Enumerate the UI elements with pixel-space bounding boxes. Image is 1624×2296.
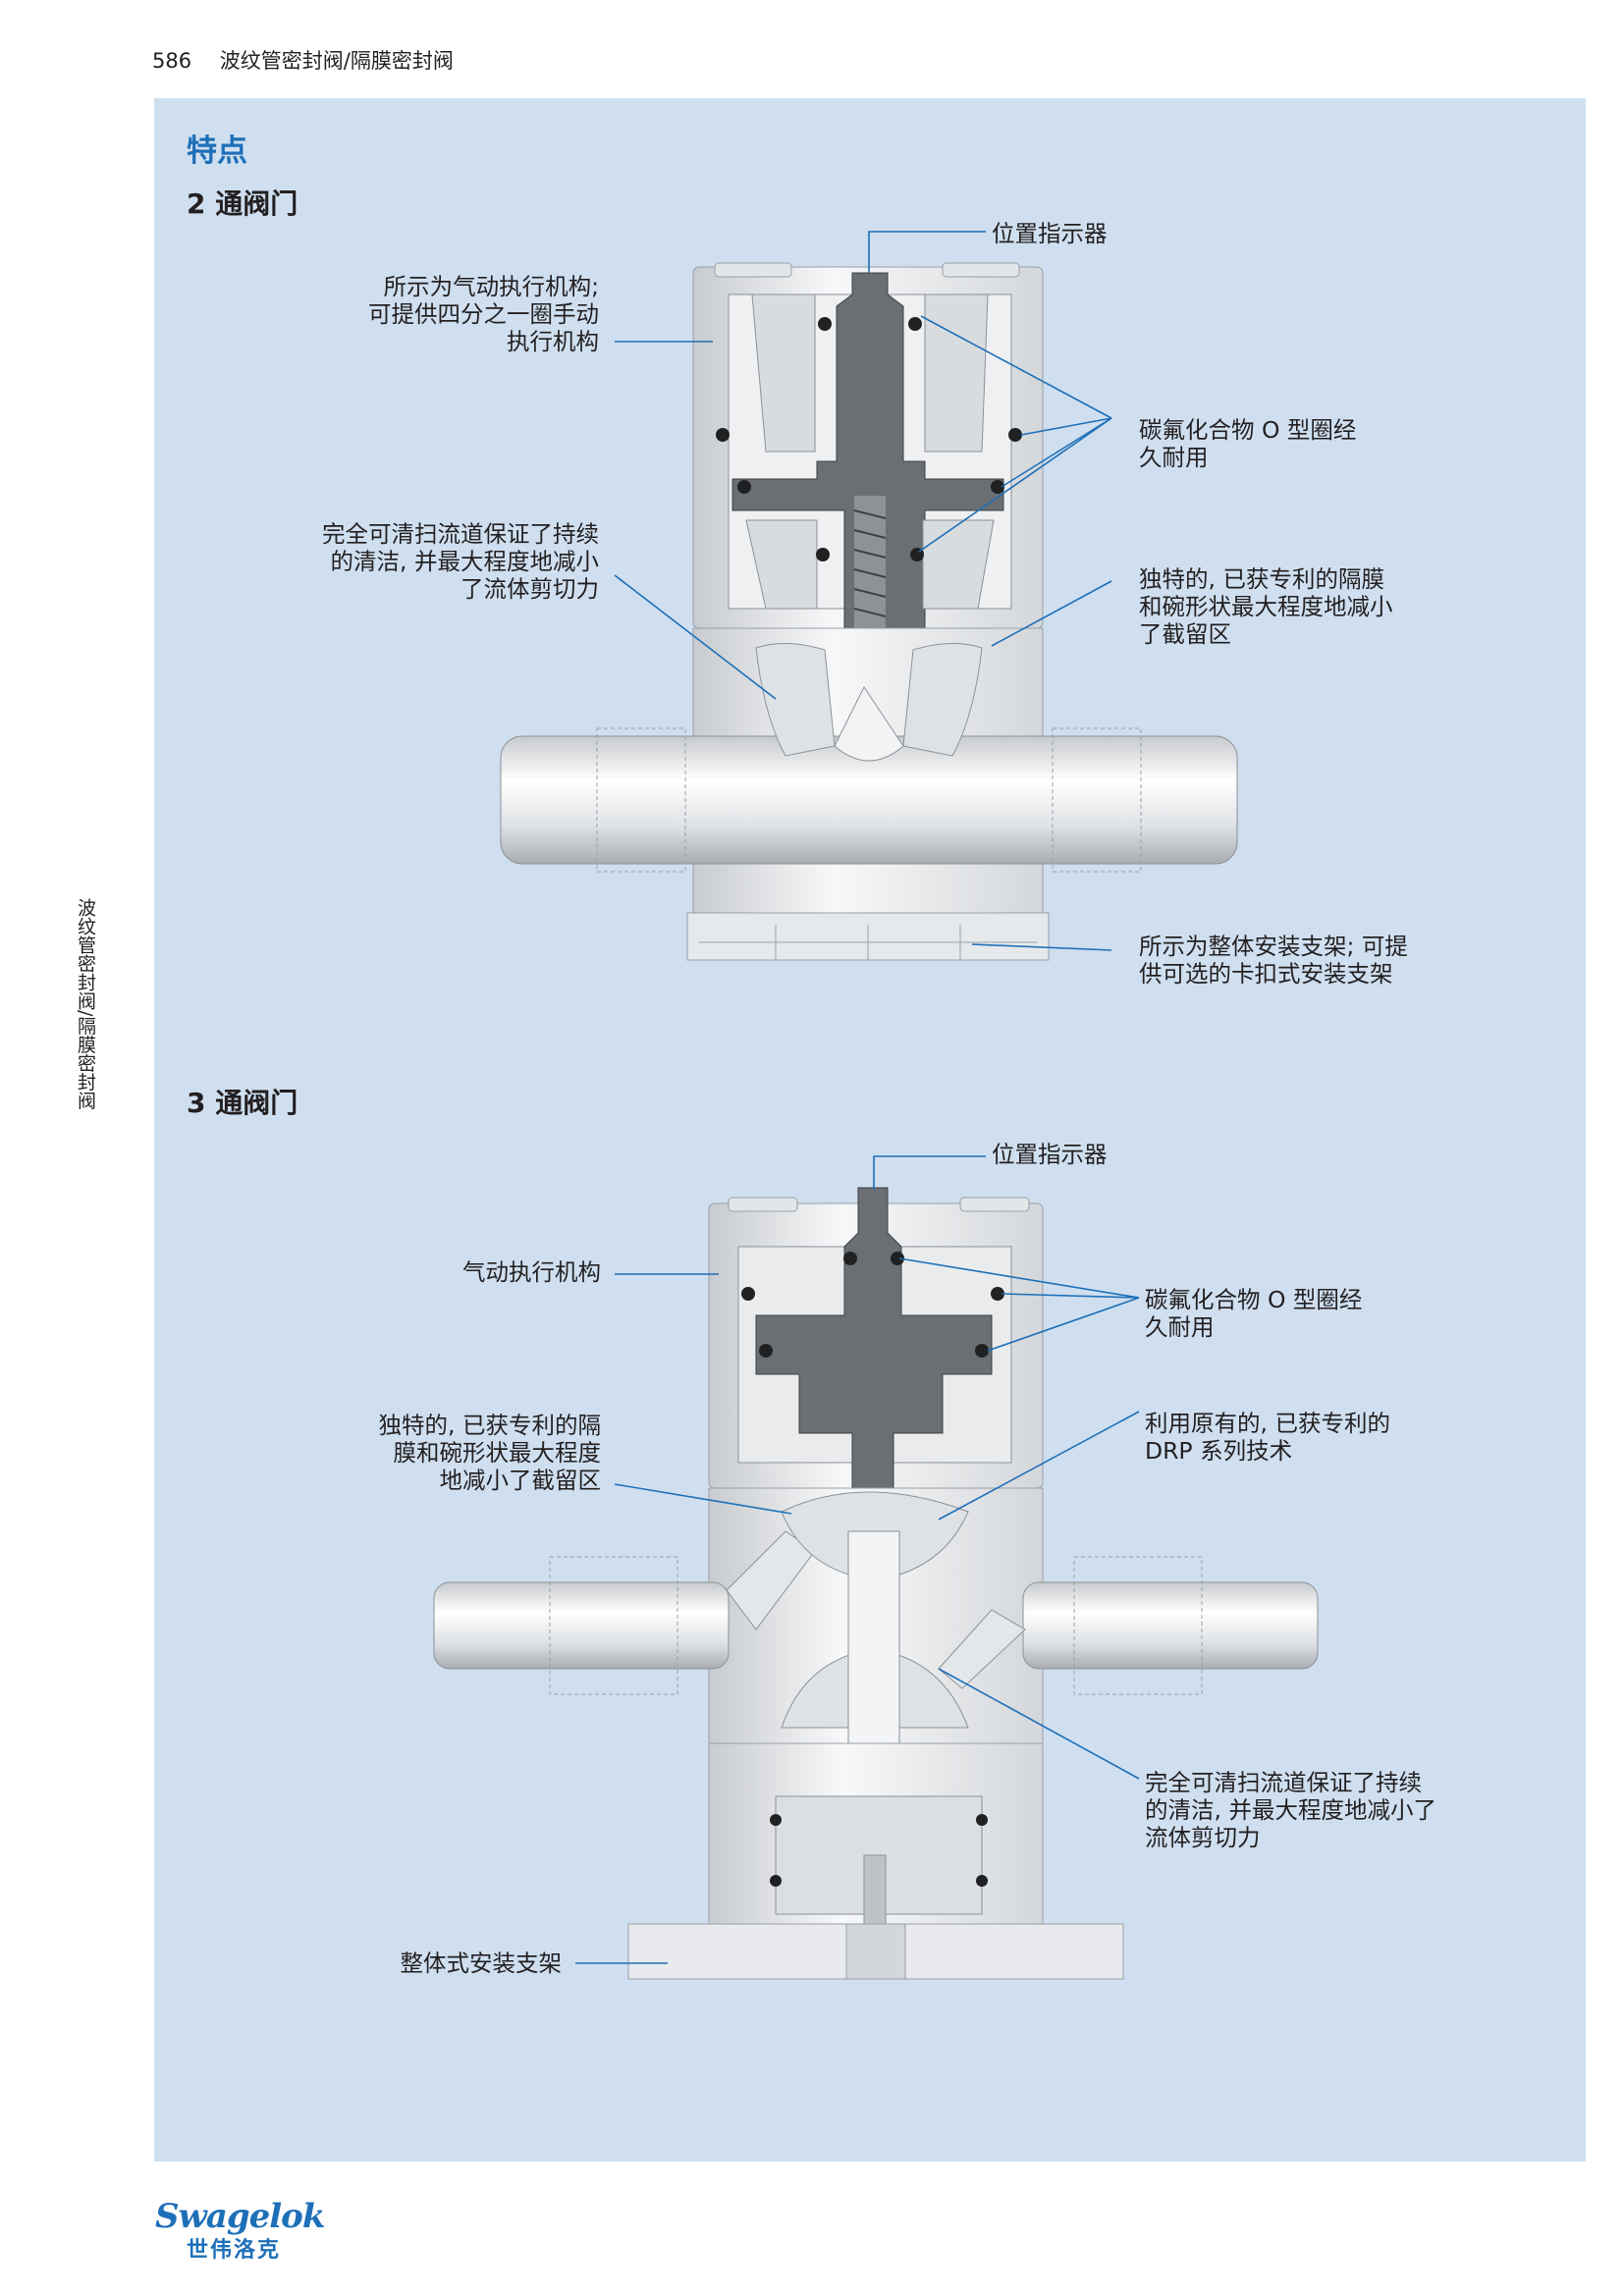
two-way-diaphragm-label: 独特的, 已获专利的隔膜 和碗形状最大程度地减小 了截留区: [1139, 565, 1393, 648]
logo-brand: Swagelok: [155, 2197, 325, 2236]
three-way-diaphragm-label: 独特的, 已获专利的隔 膜和碗形状最大程度 地减小了截留区: [295, 1412, 601, 1494]
page-header: 586 波纹管密封阀/隔膜密封阀: [152, 45, 454, 75]
left-port-pipe: [433, 1581, 730, 1670]
label-line: 久耐用: [1145, 1313, 1215, 1341]
label-line: 地减小了截留区: [439, 1467, 602, 1494]
label-line: 的清洁, 并最大程度地减小了: [1145, 1796, 1436, 1824]
page-number: 586: [152, 49, 192, 73]
two-way-actuator-label: 所示为气动执行机构; 可提供四分之一圈手动 执行机构: [304, 273, 599, 355]
page-title: 波纹管密封阀/隔膜密封阀: [219, 49, 454, 73]
three-way-title: 3 通阀门: [187, 1087, 298, 1119]
two-way-flowpath-label: 完全可清扫流道保证了持续 的清洁, 并最大程度地减小 了流体剪切力: [255, 520, 599, 603]
label-line: 供可选的卡扣式安装支架: [1139, 960, 1393, 988]
side-tab: 波纹管密封阀/隔膜密封阀: [75, 898, 96, 1110]
label-line: 膜和碗形状最大程度: [393, 1439, 602, 1467]
label-line: 久耐用: [1139, 444, 1209, 471]
label-line: 执行机构: [507, 328, 599, 355]
two-way-title: 2 通阀门: [187, 187, 298, 220]
label-line: 可提供四分之一圈手动: [368, 300, 599, 328]
label-line: 独特的, 已获专利的隔: [378, 1412, 601, 1439]
label-line: 碳氟化合物 O 型圈经: [1139, 416, 1357, 444]
label-line: 碳氟化合物 O 型圈经: [1145, 1286, 1363, 1313]
right-port-pipe: [1022, 1581, 1319, 1670]
three-way-actuator-label: 气动执行机构: [462, 1258, 601, 1286]
three-way-valve-drawing: [433, 1187, 1319, 1980]
three-way-drp-label: 利用原有的, 已获专利的 DRP 系列技术: [1145, 1410, 1390, 1465]
two-way-valve-drawing: [500, 262, 1238, 961]
label-line: 独特的, 已获专利的隔膜: [1139, 565, 1384, 593]
label-line: DRP 系列技术: [1145, 1437, 1293, 1465]
label-line: 利用原有的, 已获专利的: [1145, 1410, 1390, 1437]
logo-brand-cn: 世伟洛克: [187, 2238, 282, 2263]
three-way-flowpath-label: 完全可清扫流道保证了持续 的清洁, 并最大程度地减小了 流体剪切力: [1145, 1769, 1436, 1851]
label-line: 完全可清扫流道保证了持续: [1145, 1769, 1422, 1796]
two-way-indicator-label: 位置指示器: [992, 220, 1108, 247]
two-way-leader-lines: [614, 231, 1112, 951]
label-line: 所示为整体安装支架; 可提: [1139, 933, 1408, 960]
label-line: 了流体剪切力: [460, 575, 599, 603]
label-line: 的清洁, 并最大程度地减小: [330, 548, 599, 575]
two-way-orings-label: 碳氟化合物 O 型圈经 久耐用: [1139, 416, 1356, 471]
three-way-orings-label: 碳氟化合物 O 型圈经 久耐用: [1145, 1286, 1362, 1341]
swagelok-logo: Swagelok 世伟洛克: [155, 2197, 325, 2264]
three-way-bracket-label: 整体式安装支架: [400, 1949, 563, 1977]
label-line: 完全可清扫流道保证了持续: [322, 520, 599, 548]
label-line: 了截留区: [1139, 620, 1231, 648]
label-line: 所示为气动执行机构;: [383, 273, 599, 300]
label-line: 和碗形状最大程度地减小: [1139, 593, 1393, 620]
label-line: 流体剪切力: [1145, 1824, 1261, 1851]
section-title: 特点: [187, 133, 247, 169]
three-way-leader-lines: [575, 1155, 1140, 1964]
two-way-bracket-label: 所示为整体安装支架; 可提 供可选的卡扣式安装支架: [1139, 933, 1408, 988]
three-way-indicator-label: 位置指示器: [992, 1141, 1108, 1168]
